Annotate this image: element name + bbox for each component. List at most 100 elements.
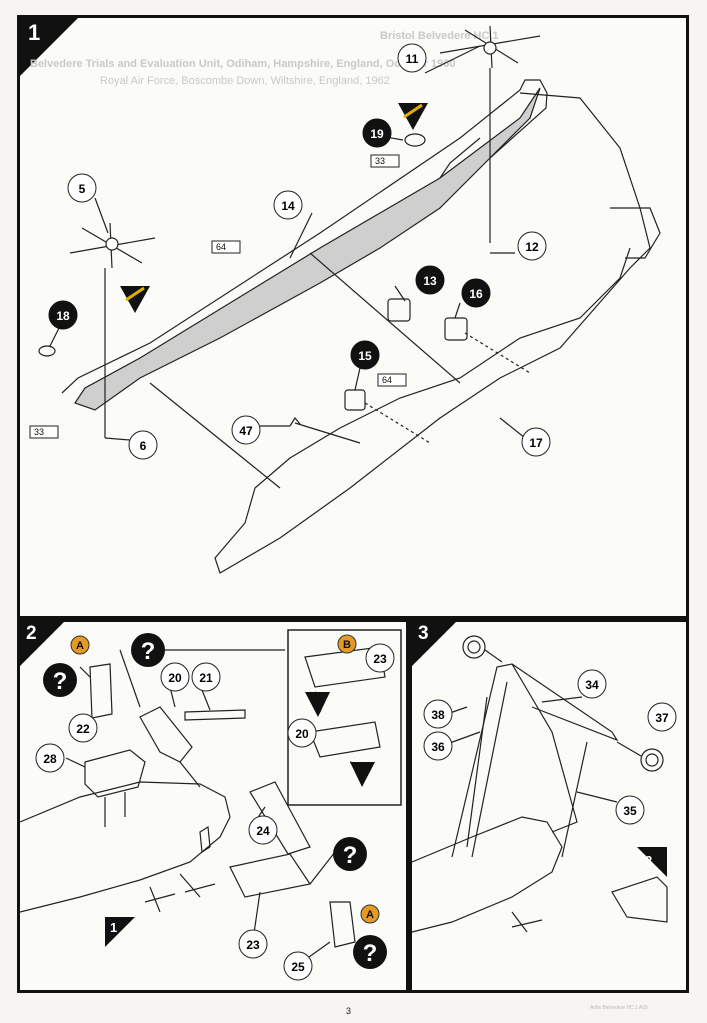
part-23 [229, 853, 311, 898]
step-marker [20, 18, 78, 76]
callout-5: 5 [67, 173, 97, 203]
svg-text:B: B [343, 639, 351, 651]
callout-23: 23 [365, 643, 395, 673]
no-glue-icon [305, 692, 330, 717]
part-20 [139, 706, 193, 763]
no-glue-icon [350, 762, 375, 787]
fuselage-half-17 [214, 92, 651, 574]
svg-text:19: 19 [370, 127, 384, 141]
svg-text:64: 64 [216, 242, 226, 252]
svg-text:33: 33 [34, 427, 44, 437]
step-marker [412, 622, 456, 666]
step-number: 1 [28, 20, 41, 45]
part-36 [466, 696, 488, 848]
svg-text:?: ? [363, 940, 378, 967]
rear-fuselage [20, 781, 231, 913]
option-a-badge: A [360, 904, 380, 924]
callout-17: 17 [521, 427, 551, 457]
svg-text:A: A [366, 909, 374, 921]
svg-text:17: 17 [529, 436, 543, 450]
step-reference-number: 2 [645, 853, 652, 868]
part-18 [38, 345, 56, 357]
step-number: 3 [418, 623, 429, 644]
part-25 [329, 901, 356, 948]
svg-text:37: 37 [655, 711, 669, 725]
optional-help-icon: ? [43, 663, 77, 697]
callout-28: 28 [35, 743, 65, 773]
svg-text:20: 20 [168, 671, 182, 685]
part-34 [451, 663, 578, 858]
svg-text:5: 5 [79, 182, 86, 196]
callout-38: 38 [423, 699, 453, 729]
optional-help-icon: ? [131, 633, 165, 667]
svg-text:23: 23 [246, 938, 260, 952]
callout-16: 16 [461, 278, 491, 308]
no-glue-icon [398, 103, 428, 130]
bleed-through-text: Royal Air Force, Boscombe Down, Wiltshir… [100, 75, 390, 87]
callout-6: 6 [128, 430, 158, 460]
fuselage-half-14 [74, 87, 541, 411]
svg-text:24: 24 [256, 824, 270, 838]
part-37 [640, 748, 664, 772]
callout-24: 24 [248, 815, 278, 845]
svg-text:47: 47 [239, 424, 253, 438]
svg-text:35: 35 [623, 804, 637, 818]
part-38 [462, 635, 486, 659]
svg-text:?: ? [343, 842, 358, 869]
no-glue-icon [120, 286, 150, 313]
svg-text:A: A [76, 640, 84, 652]
part-19 [404, 133, 426, 147]
callout-36: 36 [423, 731, 453, 761]
callout-47: 47 [231, 415, 261, 445]
optional-help-icon: ? [333, 837, 367, 871]
callout-22: 22 [68, 713, 98, 743]
callout-25: 25 [283, 951, 313, 981]
paint-box: 33 [370, 154, 400, 168]
step-reference-number: 1 [110, 920, 117, 935]
svg-text:22: 22 [76, 722, 90, 736]
callout-19: 19 [362, 118, 392, 148]
page-number: 3 [346, 1006, 352, 1016]
callout-13: 13 [415, 265, 445, 295]
step-2-panel: 2 [17, 619, 409, 993]
part-21 [184, 709, 246, 721]
svg-text:16: 16 [469, 287, 483, 301]
tailplane-assembly-drawing: 2 34 35 36 37 38 [412, 635, 677, 933]
svg-text:33: 33 [375, 156, 385, 166]
svg-text:28: 28 [43, 752, 57, 766]
svg-text:11: 11 [406, 52, 419, 66]
step-1-panel: 1 Bristol Belvedere HC.1 Belvedere Trial… [17, 15, 689, 619]
callout-15: 15 [350, 340, 380, 370]
rear-fuselage [412, 816, 563, 933]
callout-34: 34 [577, 669, 607, 699]
callout-18: 18 [48, 300, 78, 330]
option-b-inset [287, 629, 402, 806]
callout-14: 14 [273, 190, 303, 220]
svg-text:6: 6 [140, 439, 147, 453]
svg-text:14: 14 [281, 199, 295, 213]
tail-assembly-drawing: 1 A A B ? ? ? ? 20 21 22 28 23 20 [20, 629, 402, 981]
svg-text:34: 34 [585, 678, 599, 692]
step-reference-marker [637, 847, 667, 877]
part-16 [444, 317, 468, 341]
part-22 [89, 663, 113, 719]
callout-37: 37 [647, 702, 677, 732]
fuselage-assembly-drawing: 5 6 11 12 13 14 15 16 17 18 19 47 33 33 … [29, 25, 661, 574]
step-3-panel: 3 [409, 619, 689, 993]
rotor-head-11 [439, 25, 541, 69]
optional-help-icon: ? [353, 935, 387, 969]
paint-box: 64 [377, 373, 407, 387]
step-marker [20, 622, 64, 666]
paint-box: 64 [211, 240, 241, 254]
callout-20: 20 [160, 662, 190, 692]
svg-text:20: 20 [295, 727, 309, 741]
svg-text:21: 21 [199, 671, 213, 685]
svg-text:64: 64 [382, 375, 392, 385]
callout-11: 11 [397, 43, 427, 73]
svg-text:25: 25 [291, 960, 305, 974]
part-15 [344, 389, 366, 411]
bleed-through-text: Belvedere Trials and Evaluation Unit, Od… [30, 58, 456, 70]
part-13 [387, 298, 411, 322]
part-28 [84, 749, 146, 798]
